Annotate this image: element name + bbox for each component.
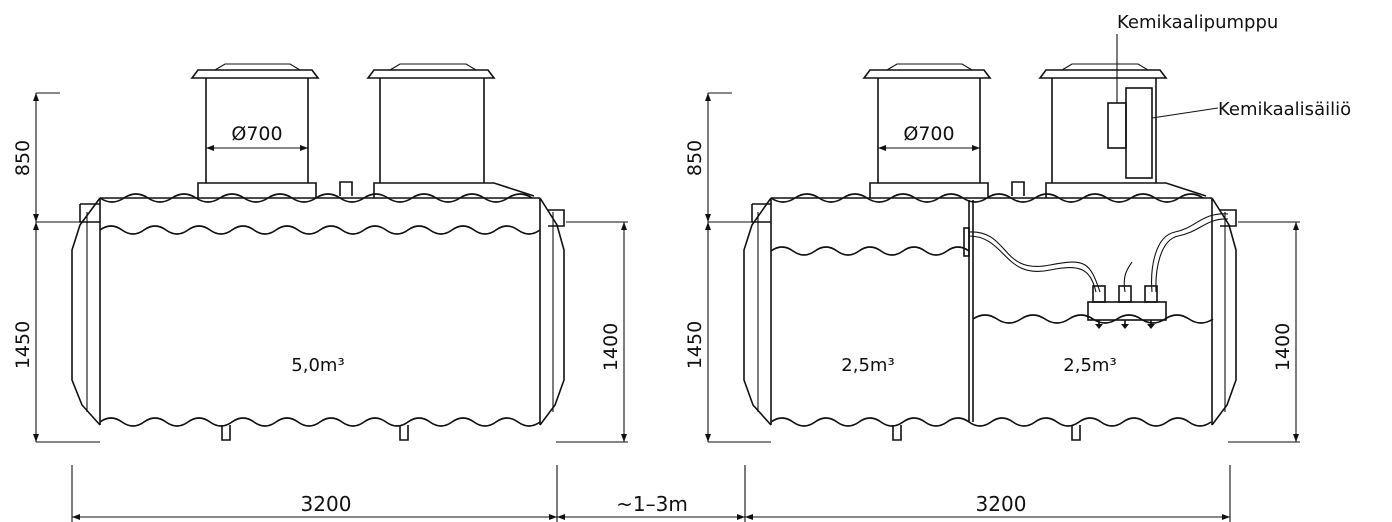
hose-from-partition-2 [968,235,1097,293]
pump-unit-group [1087,285,1167,329]
hose-from-partition [968,231,1101,293]
right-riser-1-lid-detail [886,63,973,71]
length-extension-lines [71,465,1231,522]
right-tank-outlet-stub [1220,209,1237,227]
right-riser-1 [862,69,992,198]
pump-outlet-arrows [1095,324,1155,329]
hose-to-outlet-2 [1155,218,1229,293]
right-tank-wave-right-level [972,314,1214,324]
left-tank-outlet-stub [548,209,565,227]
right-length-label: 3200 [976,492,1027,516]
right-tank: Ø700 2,5m³ 2,5m³ Kemikaalipumppu Kemikaa… [743,12,1351,441]
left-right-dim-extension-lines [556,221,628,443]
right-tank-inlet-stub [751,203,771,223]
left-tank-dimensions: 850 1450 1400 [12,92,628,443]
right-right-dim-extension-lines [1228,221,1300,443]
left-volume-label: 5,0m³ [291,355,344,376]
right-dim-extension-lines [708,92,771,443]
left-riser-1-lid-detail [214,63,301,71]
right-height-right-label: 1400 [1272,323,1294,371]
left-height-right-label: 1400 [600,323,622,371]
right-volume-left-label: 2,5m³ [841,355,894,376]
left-tank-inlet-stub [79,203,100,223]
pump-unit-3 [1144,285,1158,303]
chemical-pump-box [1107,102,1127,149]
right-tank-foot-1 [892,425,902,441]
length-dimensions: 3200 ~1–3m 3200 [71,465,1231,522]
spacing-label: ~1–3m [616,492,688,516]
left-height-riser-label: 850 [12,140,34,176]
left-tank-body [71,197,565,426]
partition-bracket [963,227,970,257]
left-tank: Ø700 5,0m³ [71,63,565,441]
left-riser-2 [366,69,535,198]
right-tank-wave-bottom [770,417,1212,427]
left-diameter-label: Ø700 [231,123,282,145]
hose-to-outlet [1151,213,1229,293]
left-tank-foot-1 [221,425,231,441]
left-vent-pipe [339,181,353,196]
chemical-container-box [1125,87,1153,179]
left-dim-extension-lines [36,92,100,443]
right-height-riser-label: 850 [684,140,706,176]
pump-label: Kemikaalipumppu [1117,12,1278,33]
hose-middle [1123,261,1133,293]
container-label: Kemikaalisäiliö [1218,99,1351,120]
right-tank-wave-left-level [770,246,970,256]
left-tank-foot-2 [399,425,409,441]
right-diameter-label: Ø700 [903,123,954,145]
container-leader-line [1151,107,1219,119]
left-tank-wave-bottom [99,417,541,427]
right-vent-pipe [1011,181,1025,196]
left-riser-2-lid-detail [389,63,477,71]
right-tank-wave-cap [770,193,1204,203]
left-tank-wave-top [99,225,541,235]
pump-unit-2 [1118,285,1132,303]
right-tank-foot-2 [1071,425,1081,441]
right-volume-right-label: 2,5m³ [1063,355,1116,376]
right-tank-dimensions: 850 1450 1400 [684,92,1300,443]
left-riser-1 [190,69,320,198]
right-riser-2 [1038,69,1207,198]
pump-unit-1 [1092,285,1106,303]
right-height-total-label: 1450 [684,321,706,369]
right-tank-body [743,197,1237,426]
left-height-total-label: 1450 [12,321,34,369]
pump-manifold [1087,301,1167,321]
right-riser-2-lid-detail [1061,63,1149,71]
left-length-label: 3200 [301,492,352,516]
